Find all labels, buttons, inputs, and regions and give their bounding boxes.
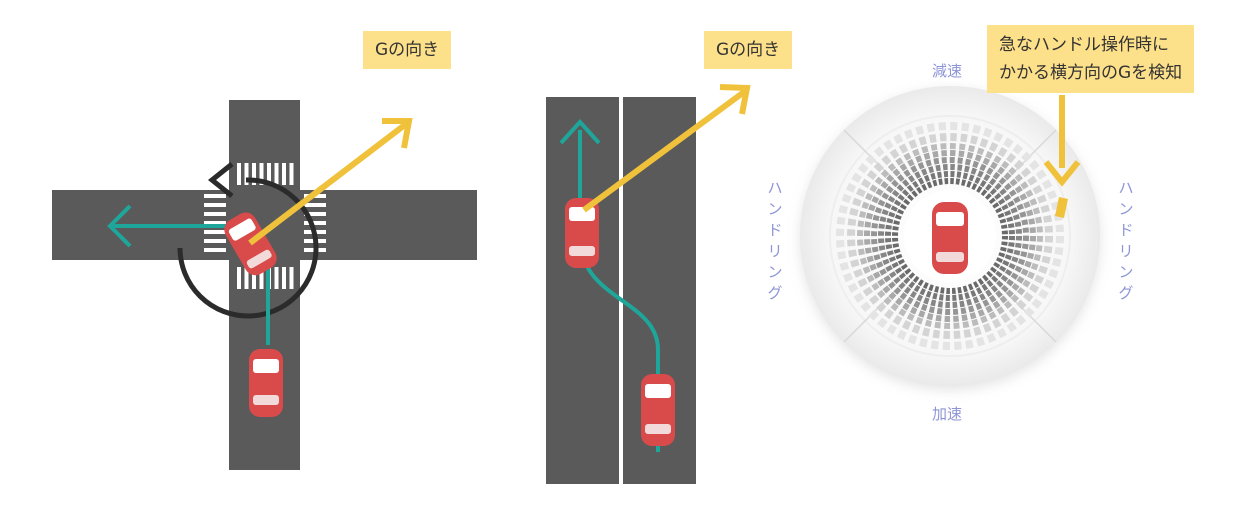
g-arrowhead-icon (382, 118, 413, 149)
car-meter (932, 202, 968, 274)
crosswalk-stripe (274, 163, 279, 185)
meter-tick-ring (857, 143, 1043, 329)
meter-bottom-label: 加速 (932, 405, 963, 423)
meter-tick-ring (871, 157, 1029, 315)
crosswalk-stripe (204, 203, 226, 207)
crosswalk-stripe (204, 248, 226, 252)
crosswalk-stripe (267, 163, 271, 185)
crosswalk-stripe (304, 203, 326, 207)
crosswalks (204, 163, 326, 289)
crosswalk-stripe (259, 267, 264, 289)
crosswalk-stripe (259, 163, 264, 185)
rotation-arrowhead-icon (207, 162, 234, 198)
car-waiting (249, 349, 283, 417)
crosswalk-stripe (252, 267, 256, 289)
meter-tick-ring (836, 122, 1064, 350)
g-direction-arrow (248, 121, 408, 246)
meter-tick-ring (847, 133, 1053, 339)
crosswalk-stripe (304, 212, 326, 216)
crosswalk-stripe (244, 163, 249, 185)
meter-right-label: ハンドリング (1118, 179, 1134, 302)
meter-top-label: 減速 (932, 62, 963, 80)
g-direction-label-lane: Gの向き (704, 31, 793, 69)
crosswalk-stripe (274, 267, 279, 289)
crosswalk-stripe (204, 194, 226, 198)
crosswalk-stripe (237, 267, 241, 289)
trajectory-arrowhead-icon (559, 119, 601, 145)
car-changing-lane (565, 198, 599, 268)
crosswalk-stripe (289, 163, 294, 185)
lateral-g-indicator (1055, 197, 1068, 218)
meter-tick-ring (892, 178, 1008, 294)
meter-tick-ring (878, 164, 1022, 308)
crosswalk-stripe (204, 212, 226, 216)
callout-line-1: 急なハンドル操作時に (999, 35, 1169, 55)
meter-left-label: ハンドリング (767, 179, 783, 302)
crosswalk-stripe (204, 239, 226, 243)
crosswalk-stripe (204, 221, 226, 225)
meter-tick-rings (836, 122, 1064, 350)
trajectory-arrowhead-icon (107, 204, 132, 248)
g-direction-arrow (582, 89, 746, 213)
crosswalk-stripe (289, 267, 294, 289)
crosswalk-stripe (237, 163, 241, 185)
crosswalk-stripe (304, 221, 326, 225)
callout-line-2: かかる横方向のGを検知 (999, 63, 1183, 83)
car-turning (224, 212, 277, 276)
intersection-diagram (52, 100, 477, 470)
crosswalk-stripe (244, 267, 249, 289)
car-start (641, 374, 675, 446)
callout-arrowhead-icon (1043, 160, 1081, 187)
lane-change-diagram (546, 84, 751, 484)
g-direction-label: Gの向き (363, 31, 452, 69)
rotation-arrow-icon (177, 177, 319, 319)
g-meter (800, 86, 1100, 390)
lateral-g-callout: 急なハンドル操作時に かかる横方向のGを検知 (987, 25, 1195, 93)
crosswalk-stripe (204, 230, 226, 234)
meter-tick-ring (885, 171, 1015, 301)
meter-tick-ring (864, 150, 1036, 322)
crosswalk-stripe (282, 163, 286, 185)
crosswalk-stripe (252, 163, 256, 185)
g-arrowhead-icon (719, 84, 751, 115)
crosswalk-stripe (282, 267, 286, 289)
